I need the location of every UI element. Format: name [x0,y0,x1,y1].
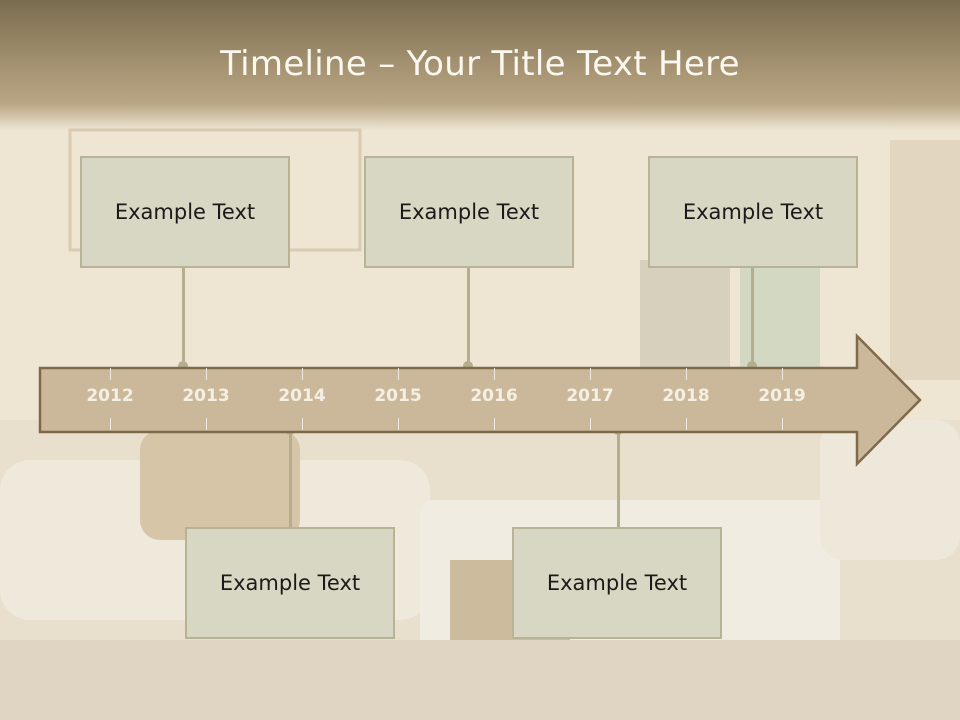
tick-2014-top [302,368,303,380]
connector-dot-top-3 [747,361,757,371]
year-label-2014: 2014 [278,386,326,406]
year-label-2018: 2018 [662,386,710,406]
year-label-2013: 2013 [182,386,230,406]
tick-2019-top [782,368,783,380]
event-box-bottom-1[interactable]: Example Text [185,527,395,639]
connector-top-1 [182,268,185,366]
year-label-2012: 2012 [86,386,134,406]
slide-title: Timeline – Your Title Text Here [220,44,740,84]
tick-2012-bottom [110,418,111,430]
connector-dot-top-1 [178,361,188,371]
connector-dot-top-2 [463,361,473,371]
event-box-top-2[interactable]: Example Text [364,156,574,268]
connector-top-2 [467,268,470,366]
tick-2016-bottom [494,418,495,430]
tick-2013-top [206,368,207,380]
header-band [0,0,960,130]
tick-2012-top [110,368,111,380]
event-box-top-3[interactable]: Example Text [648,156,858,268]
event-box-top-1[interactable]: Example Text [80,156,290,268]
year-label-2016: 2016 [470,386,518,406]
tick-2014-bottom [302,418,303,430]
tick-2016-top [494,368,495,380]
year-label-2015: 2015 [374,386,422,406]
tick-2013-bottom [206,418,207,430]
tick-2017-top [590,368,591,380]
tick-2017-bottom [590,418,591,430]
year-label-2017: 2017 [566,386,614,406]
connector-bottom-1 [289,430,292,528]
tick-2018-bottom [686,418,687,430]
event-box-bottom-2[interactable]: Example Text [512,527,722,639]
tick-2019-bottom [782,418,783,430]
tick-2015-bottom [398,418,399,430]
tick-2015-top [398,368,399,380]
tick-2018-top [686,368,687,380]
year-label-2019: 2019 [758,386,806,406]
connector-top-3 [751,268,754,366]
connector-bottom-2 [617,430,620,528]
